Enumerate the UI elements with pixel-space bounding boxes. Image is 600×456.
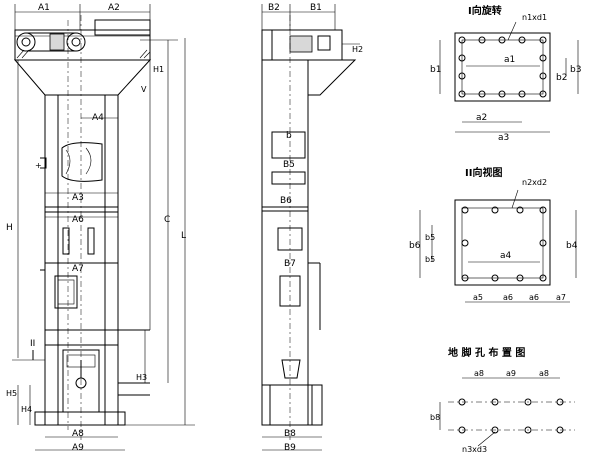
dim-a2: A2 xyxy=(108,3,120,13)
foundation-hole xyxy=(524,426,532,434)
view-i-holes: n1xd1 xyxy=(522,13,547,22)
side-boot xyxy=(261,384,323,426)
foundation-hole xyxy=(556,398,564,406)
foundation-hole xyxy=(491,398,499,406)
dim-f-a8b: a8 xyxy=(539,369,549,378)
view-ii: II向视图 n2xd2 a4 b6 b5 b5 b4 a5 a6 a6 a7 xyxy=(409,166,578,303)
dim-ii-a6a: a6 xyxy=(503,293,513,302)
dim-l: L xyxy=(181,231,186,241)
dim-a4: A4 xyxy=(92,113,104,123)
dim-ii-a4: a4 xyxy=(500,251,512,261)
dim-a6: A6 xyxy=(72,215,84,225)
bucket-1 xyxy=(61,142,103,182)
inspection-door xyxy=(54,275,78,309)
dim-ii-b4: b4 xyxy=(566,241,578,251)
dim-a9: A9 xyxy=(72,443,84,453)
dim-b6: B6 xyxy=(280,196,292,206)
dim-bb: b xyxy=(286,131,292,141)
view-mark-ii: II xyxy=(30,339,35,349)
view-i-flange xyxy=(454,32,551,102)
dim-i-b3: b3 xyxy=(570,65,581,75)
dim-f-a8a: a8 xyxy=(474,369,484,378)
foundation-holes: n3xd3 xyxy=(462,445,487,454)
dim-a1: A1 xyxy=(38,3,50,13)
foundation-hole xyxy=(458,398,466,406)
dim-h4: H4 xyxy=(21,405,32,414)
view-ii-title: II向视图 xyxy=(465,166,502,179)
front-view: A1 A2 V A4 + xyxy=(6,3,195,453)
dim-f-a9: a9 xyxy=(506,369,516,378)
view-i: I向旋转 n1xd1 a1 b1 b2 b3 a2 a3 xyxy=(430,4,581,143)
side-casing xyxy=(261,59,309,426)
dim-a3: A3 xyxy=(72,193,84,203)
side-view: B2 B1 H2 b B5 B6 B7 B8 B9 xyxy=(261,3,363,453)
dim-c: C xyxy=(164,215,170,225)
dim-b5: B5 xyxy=(283,160,295,170)
dim-ii-a5: a5 xyxy=(473,293,483,302)
dim-i-a1: a1 xyxy=(504,55,515,65)
foundation-view: 地 脚 孔 布 置 图 a8 a9 a8 b8 n3xd3 xyxy=(430,346,575,454)
dim-h2: H2 xyxy=(352,45,363,54)
foundation-hole xyxy=(524,398,532,406)
dim-h5: H5 xyxy=(6,389,17,398)
foundation-hole xyxy=(458,426,466,434)
svg-text:V: V xyxy=(141,85,147,94)
dim-i-a3: a3 xyxy=(498,133,509,143)
dim-h3: H3 xyxy=(136,373,147,382)
dim-ii-a6b: a6 xyxy=(529,293,539,302)
foundation-hole xyxy=(491,426,499,434)
dim-a7: A7 xyxy=(72,264,84,274)
view-i-title: I向旋转 xyxy=(468,4,502,17)
dim-i-a2: a2 xyxy=(476,113,487,123)
dim-h1: H1 xyxy=(153,65,164,74)
base-plate xyxy=(34,411,126,426)
dim-b1: B1 xyxy=(310,3,322,13)
dim-i-b2: b2 xyxy=(556,73,567,83)
svg-text:+: + xyxy=(35,161,42,170)
view-ii-holes: n2xd2 xyxy=(522,178,547,187)
dim-i-b1: b1 xyxy=(430,65,441,75)
head-hood xyxy=(13,59,152,96)
dim-b2: B2 xyxy=(268,3,280,13)
dim-b9: B9 xyxy=(284,443,296,453)
dim-b8: B8 xyxy=(284,429,296,439)
dim-ii-b6: b6 xyxy=(409,241,421,251)
dim-a8: A8 xyxy=(72,429,84,439)
foundation-title: 地 脚 孔 布 置 图 xyxy=(448,346,525,359)
dim-h: H xyxy=(6,223,13,233)
foundation-hole xyxy=(556,426,564,434)
dim-ii-b5a: b5 xyxy=(425,233,435,242)
side-inspection xyxy=(277,227,303,251)
dim-b7: B7 xyxy=(284,259,296,269)
view-ii-flange xyxy=(454,199,551,286)
dim-ii-b5b: b5 xyxy=(425,255,435,264)
dim-f-b8: b8 xyxy=(430,413,440,422)
dim-ii-a7: a7 xyxy=(556,293,566,302)
